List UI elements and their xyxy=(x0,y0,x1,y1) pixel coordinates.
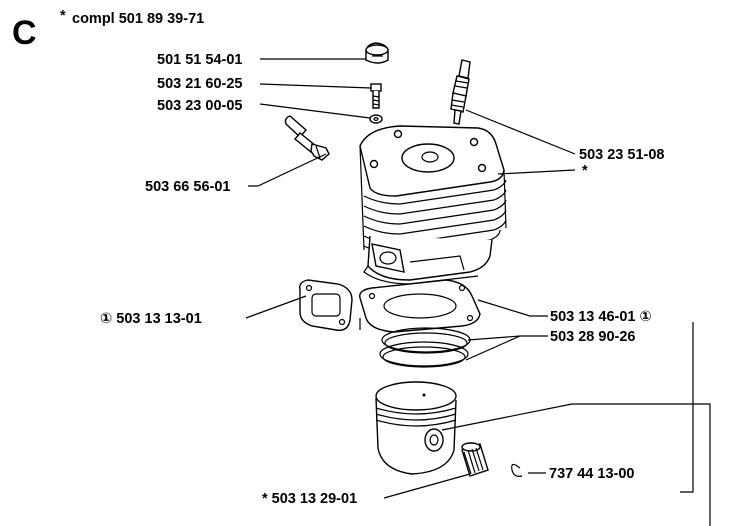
spark-plug-part xyxy=(450,59,471,125)
label-503-13-13-01: ① 503 13 13-01 xyxy=(100,311,202,327)
label-503-66-56-01: 503 66 56-01 xyxy=(145,179,230,195)
piston-rings-part xyxy=(379,327,471,368)
label-503-21-60-25: 503 21 60-25 xyxy=(157,76,242,92)
label-737-44-13-00: 737 44 13-00 xyxy=(549,466,634,482)
label-503-13-46-01: 503 13 46-01 ① xyxy=(550,309,652,325)
cap-part xyxy=(365,42,389,64)
piston-part xyxy=(375,381,457,475)
washer-part xyxy=(369,114,383,124)
circlip-part xyxy=(511,463,523,477)
cylinder-part xyxy=(359,125,507,285)
muffler-gasket-part xyxy=(298,279,353,331)
leader-lines xyxy=(245,58,711,526)
section-letter: C xyxy=(12,14,37,52)
label-503-23-00-05: 503 23 00-05 xyxy=(157,98,242,114)
valve-part xyxy=(284,115,330,161)
base-gasket-part xyxy=(359,279,481,333)
label-cylinder-asterisk: * xyxy=(582,163,588,179)
assembly-label: compl 501 89 39-71 xyxy=(72,11,204,27)
label-501-51-54-01: 501 51 54-01 xyxy=(157,52,242,68)
label-503-23-51-08: 503 23 51-08 xyxy=(579,147,664,163)
label-503-28-90-26: 503 28 90-26 xyxy=(550,329,635,345)
assembly-asterisk: * xyxy=(60,8,66,24)
needle-bearing-part xyxy=(461,442,489,477)
screw-part xyxy=(370,83,382,109)
label-503-13-29-01: * 503 13 29-01 xyxy=(262,491,357,507)
